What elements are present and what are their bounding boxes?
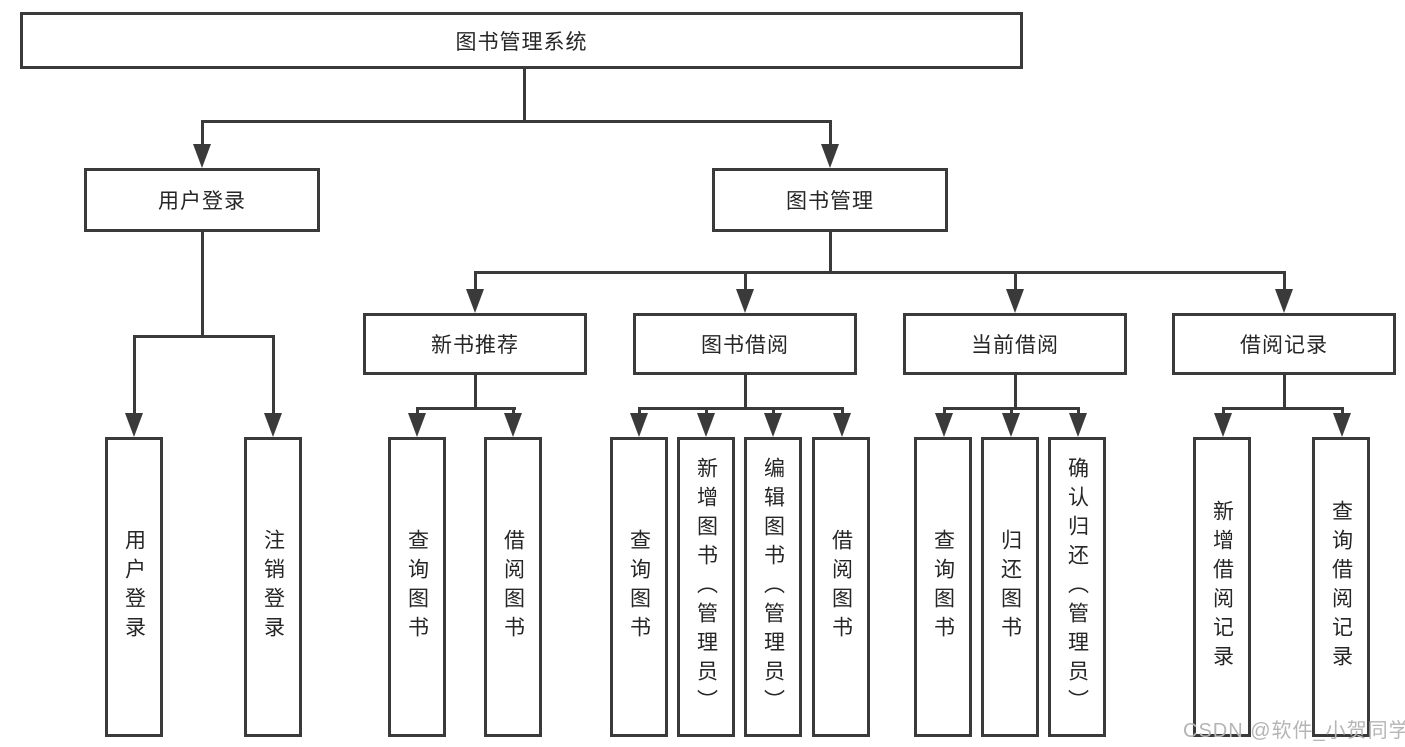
- connector-trunk: [1014, 375, 1017, 410]
- connector-trunk: [1283, 375, 1286, 410]
- leaf-return-book: 归还图书: [981, 437, 1039, 737]
- node-label: 查询图书: [405, 529, 429, 645]
- node-label: 查询图书: [627, 529, 651, 645]
- arrowhead-down: [408, 413, 426, 437]
- connector-split: [638, 407, 844, 410]
- node-book-management: 图书管理: [712, 168, 948, 232]
- connector-stub: [272, 335, 275, 418]
- arrowhead-down: [935, 413, 953, 437]
- node-user-login: 用户登录: [84, 168, 320, 232]
- arrowhead-down: [1275, 289, 1293, 313]
- arrowhead-down: [125, 413, 143, 437]
- arrowhead-down: [1214, 413, 1232, 437]
- node-label: 编辑图书（管理员）: [761, 456, 785, 718]
- node-borrowing-records: 借阅记录: [1172, 313, 1396, 375]
- node-new-book-recommendation: 新书推荐: [363, 313, 587, 375]
- leaf-add-book-admin: 新增图书（管理员）: [677, 437, 735, 737]
- node-label: 注销登录: [261, 529, 285, 645]
- connector-stub: [829, 120, 832, 148]
- arrowhead-down: [466, 289, 484, 313]
- arrowhead-down: [264, 413, 282, 437]
- node-library-system: 图书管理系统: [20, 12, 1023, 69]
- arrowhead-down: [630, 413, 648, 437]
- leaf-borrow-books-borrowing: 借阅图书: [812, 437, 870, 737]
- node-label: 当前借阅: [971, 334, 1059, 357]
- leaf-query-books-borrowing: 查询图书: [610, 437, 668, 737]
- connector-root-split: [201, 120, 832, 123]
- node-label: 归还图书: [998, 529, 1022, 645]
- node-label: 借阅图书: [501, 529, 525, 645]
- arrowhead-down: [736, 289, 754, 313]
- connector-stub: [133, 335, 136, 418]
- connector-split: [474, 271, 1286, 274]
- leaf-query-books-recommend: 查询图书: [388, 437, 446, 737]
- arrowhead-down: [821, 144, 839, 168]
- leaf-borrow-books-recommend: 借阅图书: [484, 437, 542, 737]
- leaf-user-login: 用户登录: [105, 437, 163, 737]
- leaf-query-books-current: 查询图书: [914, 437, 972, 737]
- node-label: 查询图书: [931, 529, 955, 645]
- leaf-edit-book-admin: 编辑图书（管理员）: [744, 437, 802, 737]
- arrowhead-down: [193, 144, 211, 168]
- connector-stub: [201, 120, 204, 148]
- node-label: 图书管理系统: [455, 30, 588, 54]
- connector-stub: [1283, 271, 1286, 291]
- connector-trunk: [474, 375, 477, 410]
- node-label: 图书借阅: [701, 334, 789, 357]
- node-label: 确认归还（管理员）: [1065, 456, 1089, 718]
- arrowhead-down: [833, 413, 851, 437]
- leaf-confirm-return-admin: 确认归还（管理员）: [1048, 437, 1106, 737]
- node-label: 借阅记录: [1240, 334, 1328, 357]
- node-label: 图书管理: [786, 190, 874, 213]
- watermark: CSDN @软件_小贺同学: [1183, 720, 1405, 742]
- connector-split: [1222, 407, 1344, 410]
- node-label: 新增图书（管理员）: [694, 456, 718, 718]
- arrowhead-down: [504, 413, 522, 437]
- connector-root-trunk: [523, 69, 526, 122]
- leaf-logout: 注销登录: [244, 437, 302, 737]
- connector-split: [133, 335, 275, 338]
- connector-trunk: [201, 232, 204, 338]
- arrowhead-down: [1002, 413, 1020, 437]
- connector-trunk: [744, 375, 747, 410]
- connector-stub: [744, 271, 747, 291]
- arrowhead-down: [764, 413, 782, 437]
- node-label: 借阅图书: [829, 529, 853, 645]
- node-label: 用户登录: [158, 190, 246, 213]
- connector-stub: [474, 271, 477, 291]
- arrowhead-down: [1333, 413, 1351, 437]
- node-current-borrowing: 当前借阅: [903, 313, 1127, 375]
- node-label: 新增借阅记录: [1210, 500, 1234, 674]
- leaf-add-borrow-record: 新增借阅记录: [1193, 437, 1251, 737]
- node-label: 查询借阅记录: [1329, 500, 1353, 674]
- arrowhead-down: [1069, 413, 1087, 437]
- node-label: 用户登录: [122, 529, 146, 645]
- leaf-query-borrow-record: 查询借阅记录: [1312, 437, 1370, 737]
- node-label: 新书推荐: [431, 334, 519, 357]
- arrowhead-down: [1006, 289, 1024, 313]
- connector-split: [416, 407, 516, 410]
- node-book-borrowing: 图书借阅: [633, 313, 857, 375]
- arrowhead-down: [697, 413, 715, 437]
- connector-stub: [1014, 271, 1017, 291]
- connector-trunk: [829, 232, 832, 274]
